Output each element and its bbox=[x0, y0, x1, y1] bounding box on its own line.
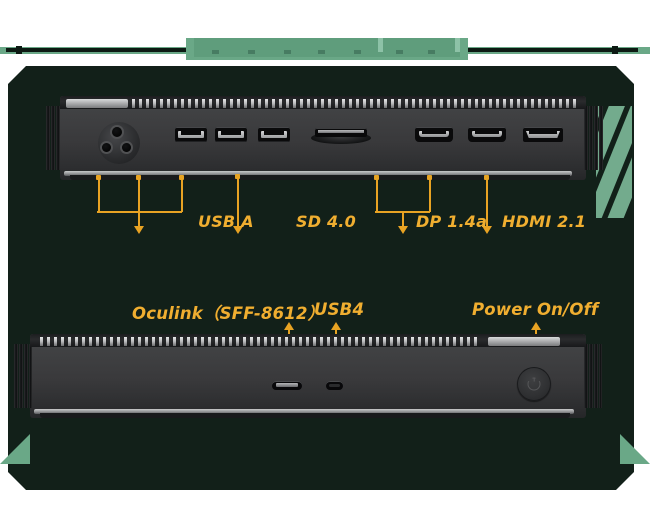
leader-usb2 bbox=[137, 177, 140, 229]
power-button[interactable] bbox=[517, 367, 551, 401]
arrow-hdmi bbox=[481, 226, 492, 234]
rear-left-fins bbox=[46, 106, 62, 170]
diagram-panel: USB A SD 4.0 DP 1.4a HDMI 2.1 Oculink（SF… bbox=[8, 66, 634, 490]
leader-dp-stem bbox=[401, 211, 404, 229]
label-hdmi: HDMI 2.1 bbox=[502, 212, 587, 231]
rear-vent-grille bbox=[132, 99, 578, 108]
label-usb-a: USB A bbox=[198, 212, 254, 231]
usb-a-port-3[interactable] bbox=[258, 127, 290, 142]
front-right-fins bbox=[584, 344, 602, 408]
front-left-fins bbox=[14, 344, 32, 408]
displayport-2[interactable] bbox=[468, 127, 506, 142]
top-banner bbox=[0, 38, 650, 60]
arrow-usb4 bbox=[330, 322, 341, 330]
label-dp: DP 1.4a bbox=[416, 212, 488, 231]
corner-triangle-bottom-right bbox=[620, 434, 650, 464]
front-device-body bbox=[30, 334, 586, 418]
oculink-port[interactable] bbox=[272, 381, 302, 390]
label-sd: SD 4.0 bbox=[296, 212, 356, 231]
leader-usb1 bbox=[97, 177, 100, 212]
banner-wedge-right bbox=[612, 46, 618, 54]
front-top-lip bbox=[488, 337, 560, 346]
sd-card-slot[interactable] bbox=[315, 128, 367, 137]
banner-tooth-2 bbox=[248, 50, 255, 54]
front-bottom-lip bbox=[34, 409, 574, 414]
banner-tooth-4 bbox=[318, 50, 325, 54]
mini-pc-front-device bbox=[14, 334, 602, 418]
leader-usb3 bbox=[180, 177, 183, 212]
banner-tooth-3 bbox=[284, 50, 291, 54]
rear-bottom-lip bbox=[64, 171, 572, 176]
usb-a-port-2[interactable] bbox=[215, 127, 247, 142]
banner-tooth-6 bbox=[396, 50, 403, 54]
arrow-dp bbox=[397, 226, 408, 234]
usb-a-port-1[interactable] bbox=[175, 127, 207, 142]
leader-dp2 bbox=[428, 177, 431, 212]
arrow-sd bbox=[232, 226, 243, 234]
leader-usb-bracket bbox=[97, 211, 182, 213]
power-connector-3pin[interactable] bbox=[98, 122, 140, 164]
banner-tooth-1 bbox=[212, 50, 219, 54]
banner-bar-left-dark bbox=[6, 48, 186, 52]
arrow-oculink bbox=[283, 322, 294, 330]
leader-dp1 bbox=[375, 177, 378, 212]
hdmi-port[interactable] bbox=[523, 127, 563, 142]
corner-triangle-bottom-left bbox=[0, 434, 30, 464]
usb4-port[interactable] bbox=[326, 381, 343, 390]
banner-tooth-7 bbox=[428, 50, 435, 54]
label-oculink: Oculink（SFF-8612） bbox=[132, 304, 325, 323]
rear-base bbox=[70, 175, 570, 180]
banner-wedge-left bbox=[16, 46, 22, 54]
banner-bar-right-dark bbox=[468, 48, 638, 52]
arrow-power bbox=[530, 322, 541, 330]
banner-notch-a bbox=[455, 38, 460, 52]
leader-hdmi bbox=[485, 177, 488, 229]
arrow-usb-a bbox=[133, 226, 144, 234]
banner-tooth-5 bbox=[354, 50, 361, 54]
front-base bbox=[40, 413, 570, 418]
power-icon bbox=[527, 377, 541, 391]
label-power: Power On/Off bbox=[472, 300, 599, 319]
leader-sd bbox=[236, 176, 239, 229]
mini-pc-rear-device bbox=[46, 96, 603, 180]
label-usb4: USB4 bbox=[314, 300, 365, 319]
rear-top-lip bbox=[66, 99, 128, 108]
front-vent-grille bbox=[40, 337, 480, 346]
banner-notch-b bbox=[378, 38, 383, 52]
rear-right-fins bbox=[584, 106, 604, 170]
displayport-1[interactable] bbox=[415, 127, 453, 142]
banner-center-plate bbox=[186, 38, 468, 60]
